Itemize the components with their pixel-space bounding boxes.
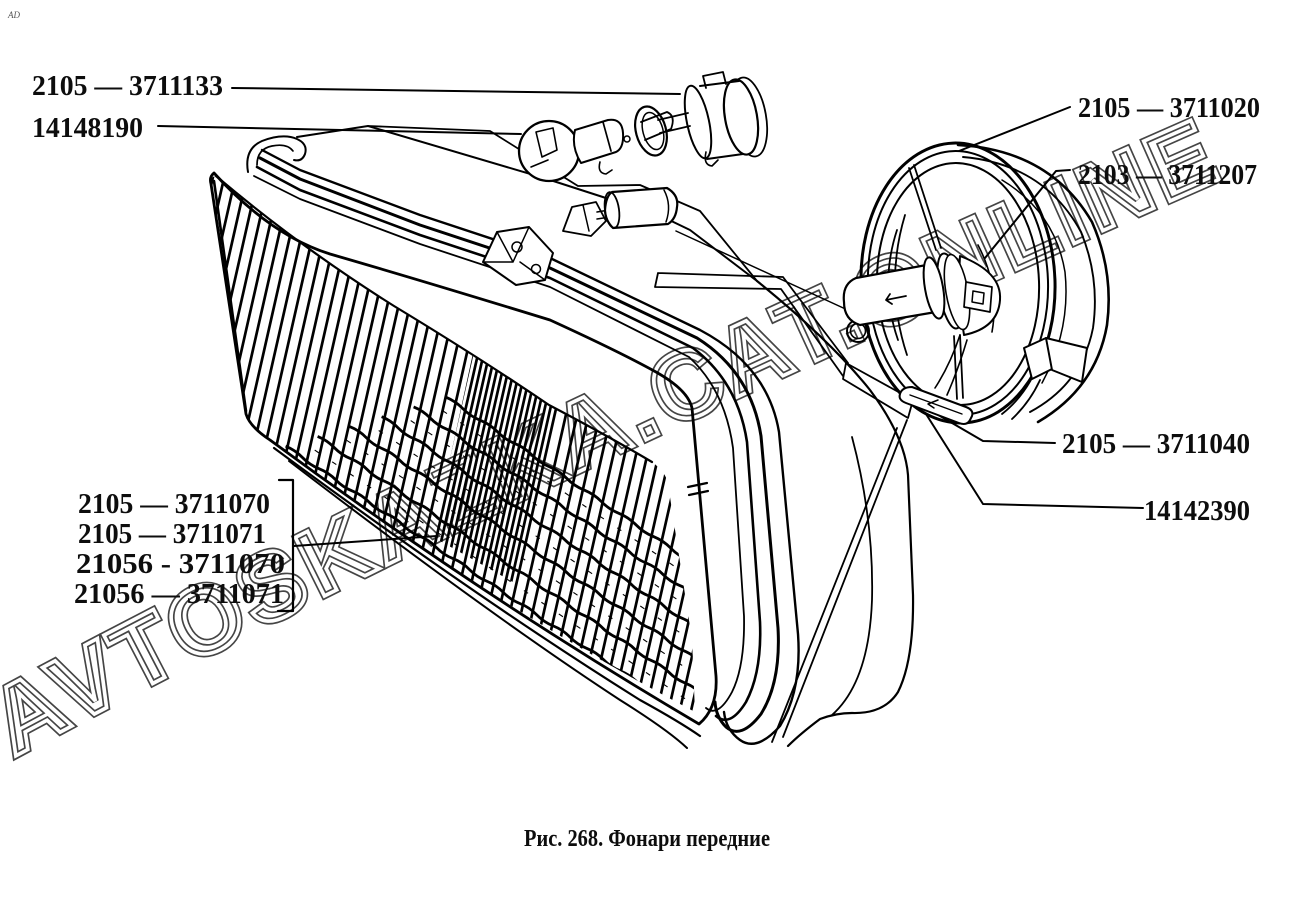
svg-text:Рис. 268. Фонари передние: Рис. 268. Фонари передние: [524, 826, 770, 852]
svg-text:AD: AD: [7, 10, 20, 20]
svg-text:2105 — 3711040: 2105 — 3711040: [1062, 429, 1250, 460]
svg-text:14148190: 14148190: [32, 113, 143, 144]
svg-text:21056 - 3711070: 21056 - 3711070: [76, 549, 285, 580]
svg-text:2105 — 3711133: 2105 — 3711133: [32, 71, 223, 102]
svg-text:14142390: 14142390: [1144, 496, 1250, 527]
svg-text:2105 — 3711070: 2105 — 3711070: [78, 489, 270, 520]
svg-text:2105 — 3711020: 2105 — 3711020: [1078, 93, 1260, 124]
svg-text:2105 — 3711071: 2105 — 3711071: [78, 519, 266, 550]
svg-text:2103 — 3711207: 2103 — 3711207: [1078, 160, 1257, 191]
svg-text:21056 — 3711071: 21056 — 3711071: [74, 579, 284, 610]
